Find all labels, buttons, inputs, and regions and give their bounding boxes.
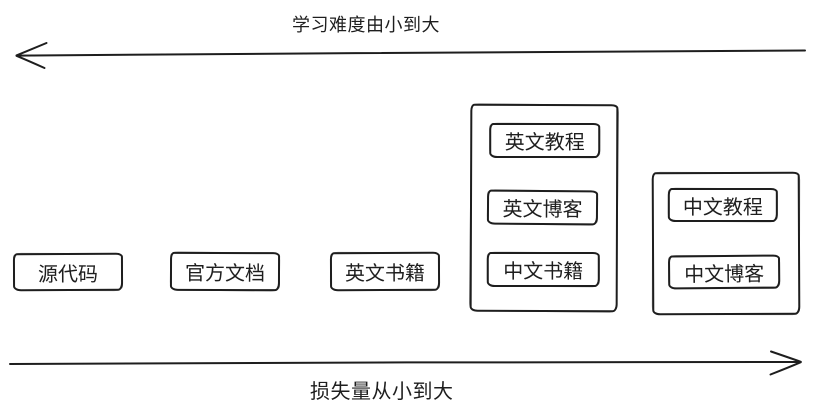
arrowhead-upper-barb <box>15 42 48 57</box>
node-english-blogs: 英文博客 <box>486 189 599 226</box>
arrowhead-upper-barb <box>770 350 802 363</box>
node-label: 官方文档 <box>184 262 266 286</box>
node-english-books: 英文书籍 <box>329 251 441 292</box>
node-label: 英文教程 <box>504 131 585 155</box>
group-box-chinese: 中文教程 中文博客 <box>651 171 801 316</box>
bottom-axis-label: 损失量从小到大 <box>310 381 454 403</box>
arrow-line <box>9 360 802 365</box>
node-label: 英文博客 <box>502 198 583 222</box>
arrowhead-lower-barb <box>769 361 802 376</box>
node-label: 英文书籍 <box>344 262 426 286</box>
top-axis-label: 学习难度由小到大 <box>292 15 440 35</box>
loss-axis-right-arrow <box>9 350 802 376</box>
node-label: 源代码 <box>37 263 99 286</box>
node-label: 中文书籍 <box>503 260 584 284</box>
difficulty-axis-left-arrow <box>15 42 806 69</box>
node-chinese-blogs: 中文博客 <box>667 254 781 290</box>
node-chinese-books: 中文书籍 <box>486 251 600 288</box>
arrowhead-lower-barb <box>15 54 46 69</box>
node-chinese-tutorials: 中文教程 <box>667 187 778 223</box>
node-source-code: 源代码 <box>12 252 124 292</box>
group-box-english-chinese-mix: 英文教程 英文博客 中文书籍 <box>469 103 619 313</box>
node-official-docs: 官方文档 <box>169 251 281 292</box>
node-label: 中文博客 <box>684 263 765 286</box>
node-label: 中文教程 <box>682 196 763 219</box>
node-english-tutorials: 英文教程 <box>489 122 601 159</box>
arrow-line <box>16 49 806 57</box>
